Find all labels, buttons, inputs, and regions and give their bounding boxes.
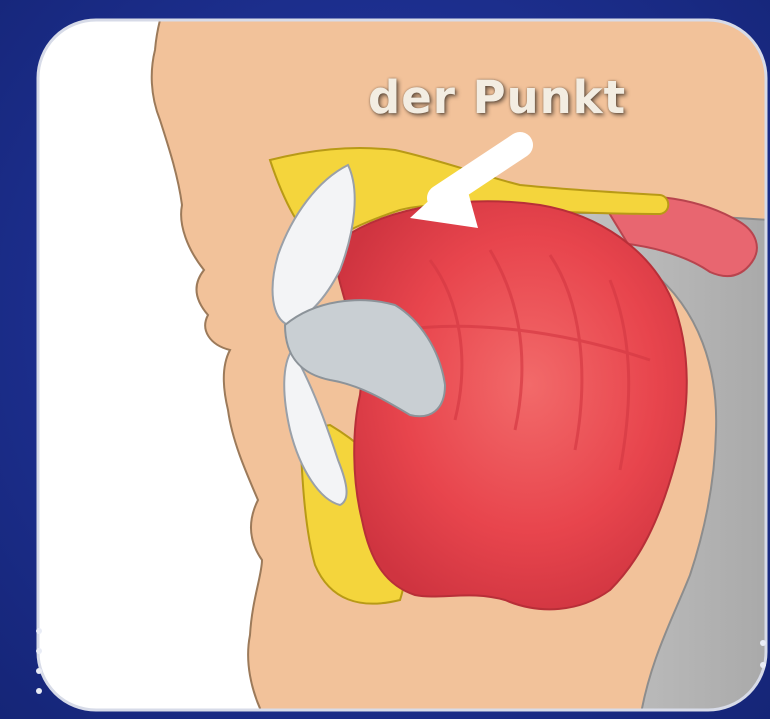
point-label: der Punkt — [368, 72, 626, 124]
frame-dot — [36, 648, 42, 654]
frame-dot — [36, 628, 42, 634]
frame-dot — [760, 662, 766, 668]
frame-dot — [36, 688, 42, 694]
frame-dot — [36, 668, 42, 674]
tongue — [336, 201, 686, 609]
frame-dot — [760, 640, 766, 646]
